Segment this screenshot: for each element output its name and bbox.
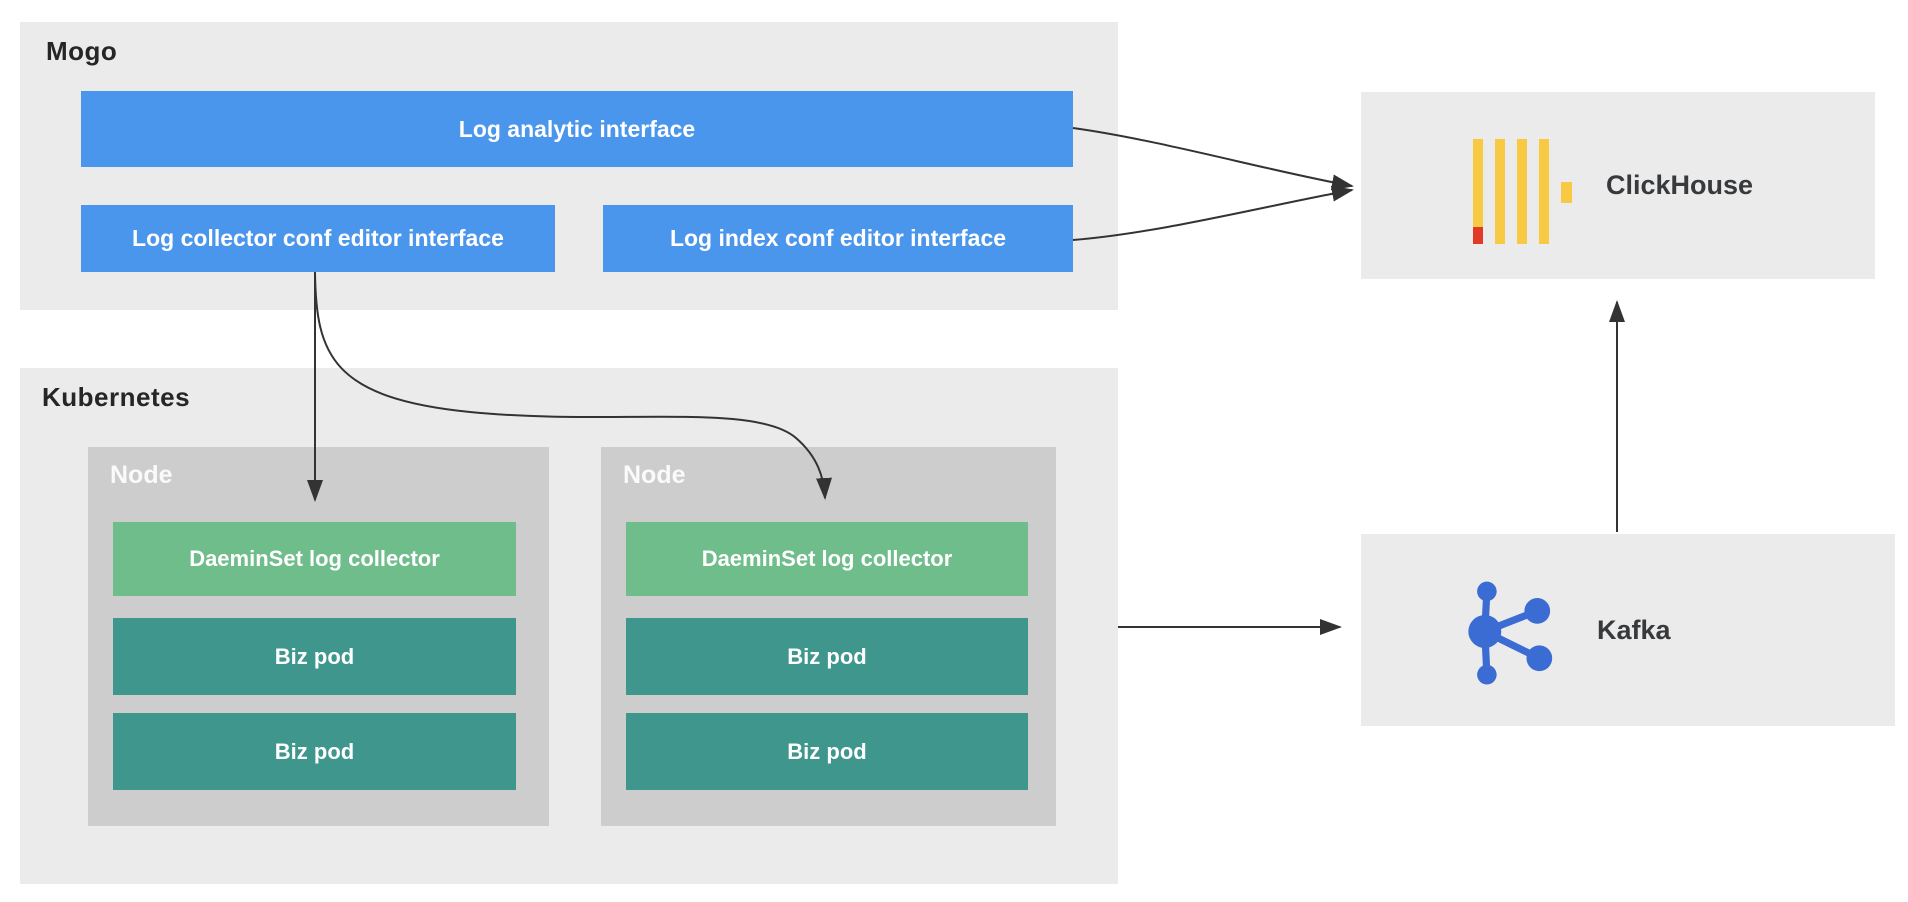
log-collector-conf-editor-box: Log collector conf editor interface — [81, 205, 555, 272]
clickhouse-bar — [1539, 139, 1549, 244]
daemonset-log-collector-box-2: DaeminSet log collector — [626, 522, 1028, 596]
node-title-2: Node — [623, 461, 686, 489]
clickhouse-half-bar — [1561, 182, 1572, 203]
clickhouse-icon — [1473, 139, 1573, 244]
node-title-1: Node — [110, 461, 173, 489]
biz-pod-box-2a: Biz pod — [626, 618, 1028, 695]
clickhouse-bar — [1495, 139, 1505, 244]
kubernetes-container: Kubernetes Node DaeminSet log collector … — [20, 368, 1118, 884]
kubernetes-title: Kubernetes — [42, 382, 191, 412]
node-container-2: Node DaeminSet log collector Biz pod Biz… — [601, 447, 1056, 826]
kafka-label: Kafka — [1597, 614, 1671, 645]
biz-pod-box-2b: Biz pod — [626, 713, 1028, 790]
log-index-conf-editor-box: Log index conf editor interface — [603, 205, 1073, 272]
log-analytic-interface-box: Log analytic interface — [81, 91, 1073, 167]
clickhouse-bar — [1473, 139, 1483, 244]
mogo-container: Mogo Log analytic interface Log collecto… — [20, 22, 1118, 310]
biz-pod-box-1b: Biz pod — [113, 713, 516, 790]
biz-pod-box-1a: Biz pod — [113, 618, 516, 695]
mogo-title: Mogo — [46, 36, 118, 66]
clickhouse-card: ClickHouse — [1361, 92, 1875, 279]
clickhouse-label: ClickHouse — [1606, 170, 1754, 200]
kafka-card: Kafka — [1361, 534, 1895, 726]
clickhouse-bar — [1517, 139, 1527, 244]
daemonset-log-collector-box-1: DaeminSet log collector — [113, 522, 516, 596]
node-container-1: Node DaeminSet log collector Biz pod Biz… — [88, 447, 549, 826]
clickhouse-red-segment — [1473, 227, 1483, 244]
kafka-icon — [1468, 581, 1553, 685]
